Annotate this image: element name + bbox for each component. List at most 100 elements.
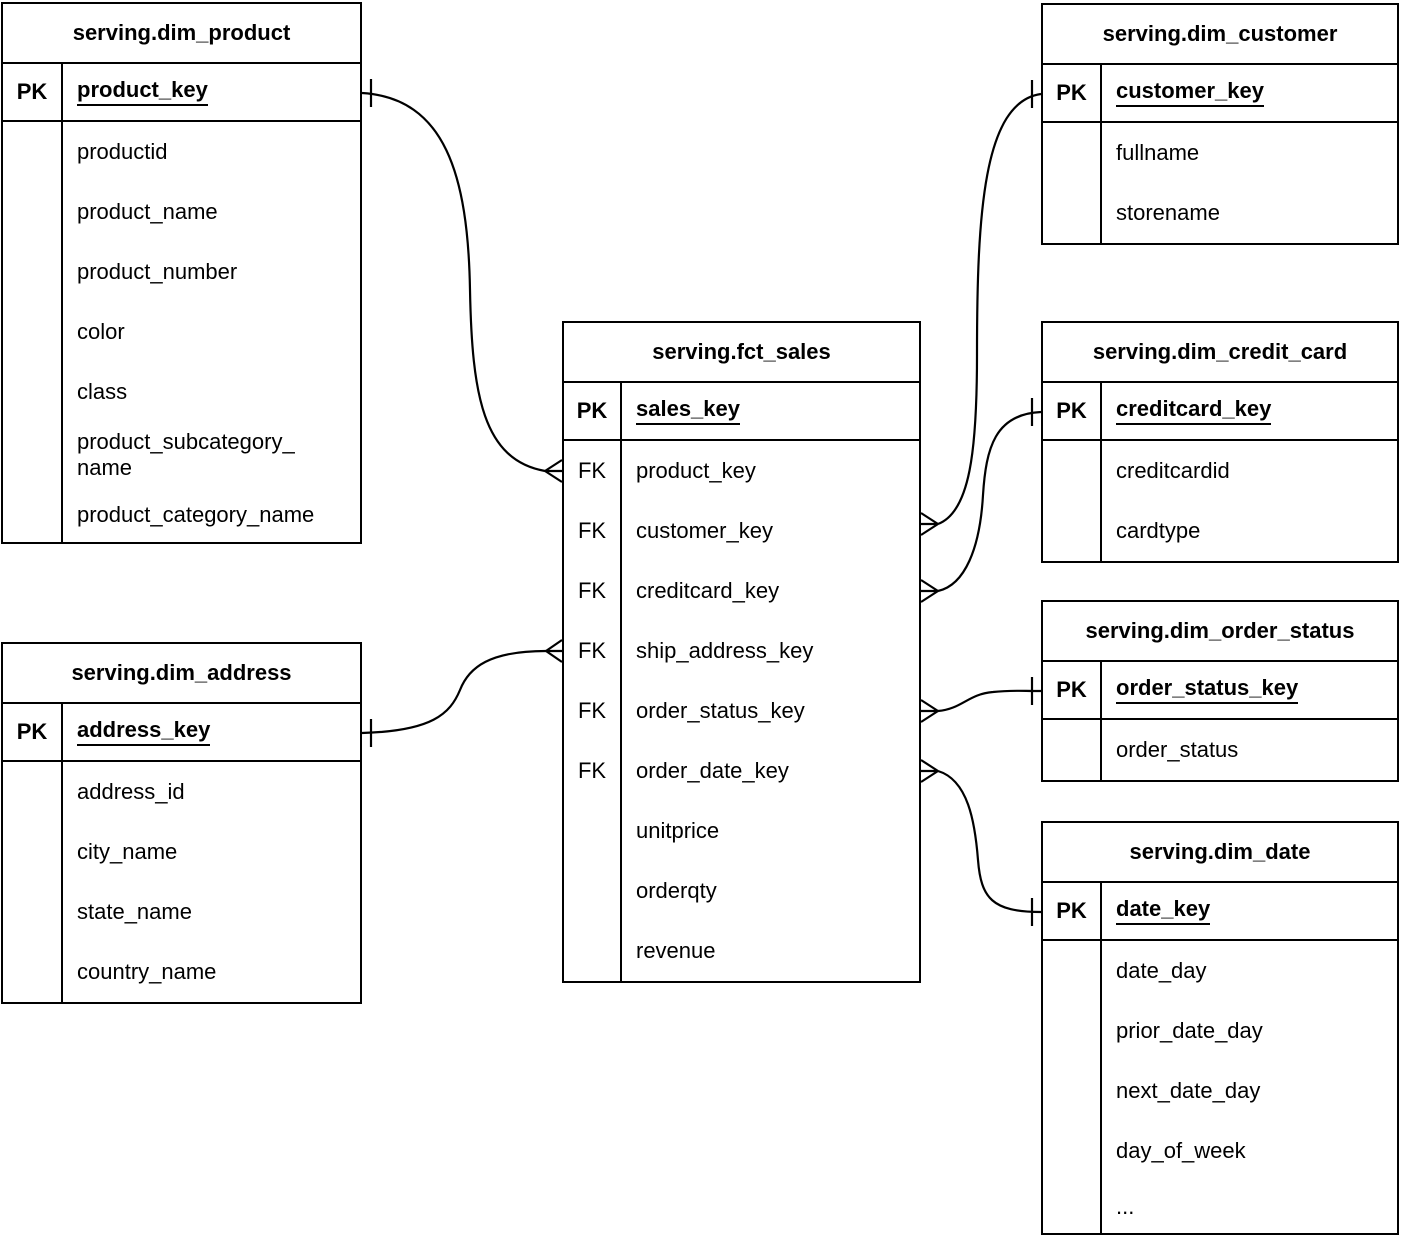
key-tag	[564, 861, 622, 921]
fk-tag: FK	[564, 501, 622, 561]
field-row: orderqty	[564, 861, 919, 921]
field-name: date_day	[1116, 958, 1207, 983]
fk-tag: FK	[564, 741, 622, 801]
key-tag	[564, 921, 622, 981]
field-name: product_number	[77, 259, 238, 284]
field-name: product_subcategory_name	[77, 428, 295, 480]
field-rows: date_day prior_date_day next_date_day da…	[1043, 941, 1397, 1233]
pk-field-name: order_status_key	[1116, 676, 1299, 704]
crowsfoot-product-key	[544, 459, 563, 483]
field-row: productid	[3, 122, 360, 182]
crowsfoot-customer-key	[920, 512, 939, 536]
pk-field-name: date_key	[1116, 897, 1211, 925]
field-name: color	[77, 319, 125, 344]
field-name: productid	[77, 139, 168, 164]
relationship-sales-order-status	[920, 677, 1042, 723]
wire-sales-customer	[937, 92, 1042, 526]
field-row: fullname	[1043, 123, 1397, 183]
key-tag	[1043, 1121, 1102, 1181]
pk-row: PK address_key	[3, 704, 360, 762]
field-row: product_name	[3, 182, 360, 242]
field-name: ship_address_key	[636, 638, 814, 663]
field-name: order_status_key	[636, 698, 805, 723]
pk-tag: PK	[3, 704, 63, 760]
field-row: FK ship_address_key	[564, 621, 919, 681]
field-name: creditcard_key	[636, 578, 780, 603]
fk-tag: FK	[564, 441, 622, 501]
relationship-product-sales	[361, 79, 563, 483]
pk-tag: PK	[1043, 65, 1102, 121]
relationship-sales-customer	[920, 80, 1042, 536]
pk-tag: PK	[564, 383, 622, 439]
field-row: address_id	[3, 762, 360, 822]
field-row: ...	[1043, 1181, 1397, 1233]
field-row: storename	[1043, 183, 1397, 243]
field-name: country_name	[77, 959, 217, 984]
field-name: creditcardid	[1116, 458, 1230, 483]
field-row: class	[3, 362, 360, 422]
field-name: customer_key	[636, 518, 773, 543]
field-row: FK customer_key	[564, 501, 919, 561]
entity-title-dim-order-status: serving.dim_order_status	[1043, 602, 1397, 662]
field-rows: order_status	[1043, 720, 1397, 780]
entity-title-dim-credit-card: serving.dim_credit_card	[1043, 323, 1397, 383]
key-tag	[1043, 183, 1102, 243]
field-row: city_name	[3, 822, 360, 882]
pk-row: PK product_key	[3, 64, 360, 122]
entity-dim-date: serving.dim_date PK date_key date_day pr…	[1041, 821, 1399, 1235]
field-name: order_date_key	[636, 758, 789, 783]
pk-tag: PK	[1043, 883, 1102, 939]
pk-tag: PK	[1043, 383, 1102, 439]
field-name: prior_date_day	[1116, 1018, 1263, 1043]
wire-sales-date	[937, 769, 1042, 914]
fk-tag: FK	[564, 561, 622, 621]
entity-dim-product: serving.dim_product PK product_key produ…	[1, 2, 362, 544]
pk-field-name: address_key	[77, 718, 211, 746]
field-rows: address_id city_name state_name country_…	[3, 762, 360, 1002]
field-name: storename	[1116, 200, 1220, 225]
field-row: product_subcategory_name	[3, 422, 360, 487]
field-name: product_category_name	[77, 501, 315, 527]
field-row: FK order_date_key	[564, 741, 919, 801]
field-row: revenue	[564, 921, 919, 981]
field-row: cardtype	[1043, 501, 1397, 561]
field-row: FK creditcard_key	[564, 561, 919, 621]
field-name: cardtype	[1116, 518, 1201, 543]
pk-row: PK creditcard_key	[1043, 383, 1397, 441]
field-row: date_day	[1043, 941, 1397, 1001]
pk-field-name: product_key	[77, 78, 208, 106]
pk-row: PK sales_key	[564, 383, 919, 441]
pk-row: PK date_key	[1043, 883, 1397, 941]
pk-row: PK customer_key	[1043, 65, 1397, 123]
key-tag	[1043, 1001, 1102, 1061]
entity-dim-credit-card: serving.dim_credit_card PK creditcard_ke…	[1041, 321, 1399, 563]
key-tag	[1043, 501, 1102, 561]
entity-title-fct-sales: serving.fct_sales	[564, 323, 919, 383]
field-row: state_name	[3, 882, 360, 942]
relationship-sales-date	[920, 759, 1042, 926]
field-name: orderqty	[636, 878, 717, 903]
key-tag	[3, 242, 63, 302]
relationship-sales-credit-card	[920, 398, 1042, 603]
key-tag	[1043, 123, 1102, 183]
entity-title-dim-address: serving.dim_address	[3, 644, 360, 704]
key-tag	[3, 487, 63, 542]
field-name: revenue	[636, 938, 716, 963]
relationship-address-sales	[361, 639, 563, 747]
entity-dim-address: serving.dim_address PK address_key addre…	[1, 642, 362, 1004]
field-rows: productid product_name product_number co…	[3, 122, 360, 542]
wire-sales-credit-card	[937, 410, 1042, 593]
field-name: next_date_day	[1116, 1078, 1261, 1103]
key-tag	[3, 822, 63, 882]
field-row: product_number	[3, 242, 360, 302]
pk-field-name: creditcard_key	[1116, 397, 1272, 425]
key-tag	[3, 762, 63, 822]
crowsfoot-creditcard-key	[920, 579, 939, 603]
pk-field-name: customer_key	[1116, 79, 1264, 107]
fk-tag: FK	[564, 621, 622, 681]
key-tag	[3, 942, 63, 1002]
wire-sales-order-status	[937, 689, 1042, 713]
key-tag	[1043, 441, 1102, 501]
